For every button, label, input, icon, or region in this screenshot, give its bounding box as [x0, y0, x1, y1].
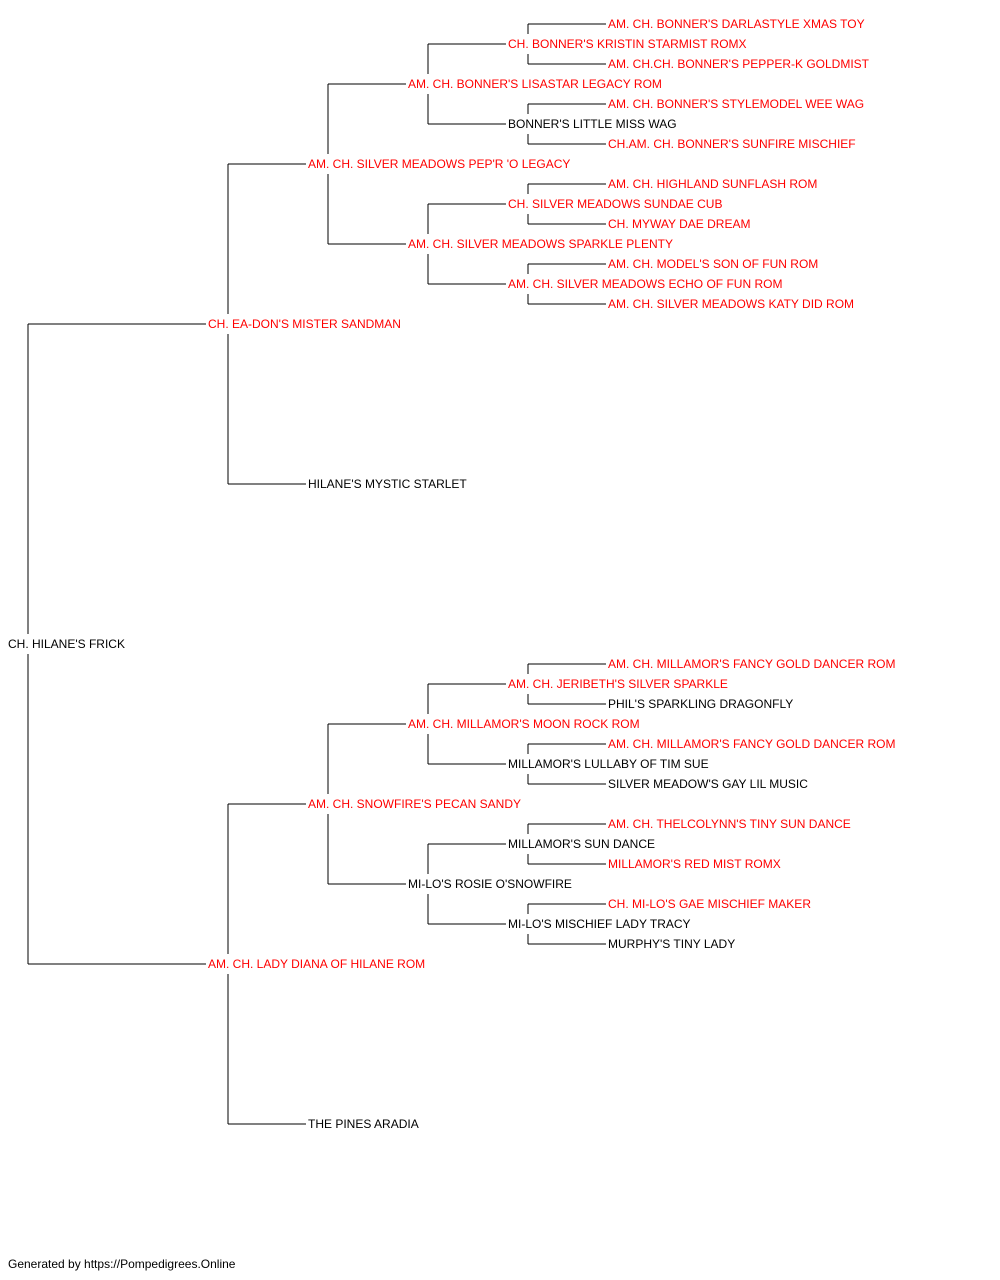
dog-name-gen5: CH.AM. CH. BONNER'S SUNFIRE MISCHIEF [606, 137, 858, 151]
dog-name-gen4: MI-LO'S MISCHIEF LADY TRACY [506, 917, 693, 931]
dog-name-gen5: AM. CH. MODEL'S SON OF FUN ROM [606, 257, 821, 271]
dog-name-gen4: AM. CH. JERIBETH'S SILVER SPARKLE [506, 677, 730, 691]
dog-name-gen0: CH. HILANE'S FRICK [6, 637, 127, 651]
dog-name-gen4: BONNER'S LITTLE MISS WAG [506, 117, 679, 131]
dog-name-gen4: MILLAMOR'S SUN DANCE [506, 837, 657, 851]
dog-name-gen5: AM. CH.CH. BONNER'S PEPPER-K GOLDMIST [606, 57, 871, 71]
dog-name-gen5: AM. CH. HIGHLAND SUNFLASH ROM [606, 177, 820, 191]
dog-name-gen5: AM. CH. MILLAMOR'S FANCY GOLD DANCER ROM [606, 737, 898, 751]
dog-name-gen5: AM. CH. SILVER MEADOWS KATY DID ROM [606, 297, 857, 311]
dog-name-gen3: AM. CH. BONNER'S LISASTAR LEGACY ROM [406, 77, 664, 91]
dog-name-gen5: AM. CH. BONNER'S DARLASTYLE XMAS TOY [606, 17, 867, 31]
dog-name-gen4: MILLAMOR'S LULLABY OF TIM SUE [506, 757, 711, 771]
dog-name-gen5: AM. CH. BONNER'S STYLEMODEL WEE WAG [606, 97, 867, 111]
dog-name-gen4: CH. BONNER'S KRISTIN STARMIST ROMX [506, 37, 749, 51]
dog-name-gen5: CH. MI-LO'S GAE MISCHIEF MAKER [606, 897, 813, 911]
dog-name-gen4: CH. SILVER MEADOWS SUNDAE CUB [506, 197, 725, 211]
footer-credit: Generated by https://Pompedigrees.Online [8, 1257, 236, 1271]
dog-name-gen2: THE PINES ARADIA [306, 1117, 421, 1131]
dog-name-gen4: AM. CH. SILVER MEADOWS ECHO OF FUN ROM [506, 277, 785, 291]
dog-name-gen2: AM. CH. SILVER MEADOWS PEP'R 'O LEGACY [306, 157, 573, 171]
dog-name-gen2: AM. CH. SNOWFIRE'S PECAN SANDY [306, 797, 523, 811]
dog-name-gen5: CH. MYWAY DAE DREAM [606, 217, 753, 231]
dog-name-gen2: HILANE'S MYSTIC STARLET [306, 477, 469, 491]
dog-name-gen5: SILVER MEADOW'S GAY LIL MUSIC [606, 777, 810, 791]
dog-name-gen5: MURPHY'S TINY LADY [606, 937, 738, 951]
dog-name-gen3: AM. CH. SILVER MEADOWS SPARKLE PLENTY [406, 237, 675, 251]
dog-name-gen5: AM. CH. MILLAMOR'S FANCY GOLD DANCER ROM [606, 657, 898, 671]
dog-name-gen1: AM. CH. LADY DIANA OF HILANE ROM [206, 957, 428, 971]
dog-name-gen5: MILLAMOR'S RED MIST ROMX [606, 857, 783, 871]
dog-name-gen5: AM. CH. THELCOLYNN'S TINY SUN DANCE [606, 817, 853, 831]
dog-name-gen5: PHIL'S SPARKLING DRAGONFLY [606, 697, 796, 711]
dog-name-gen1: CH. EA-DON'S MISTER SANDMAN [206, 317, 403, 331]
dog-name-gen3: AM. CH. MILLAMOR'S MOON ROCK ROM [406, 717, 642, 731]
dog-name-gen3: MI-LO'S ROSIE O'SNOWFIRE [406, 877, 574, 891]
